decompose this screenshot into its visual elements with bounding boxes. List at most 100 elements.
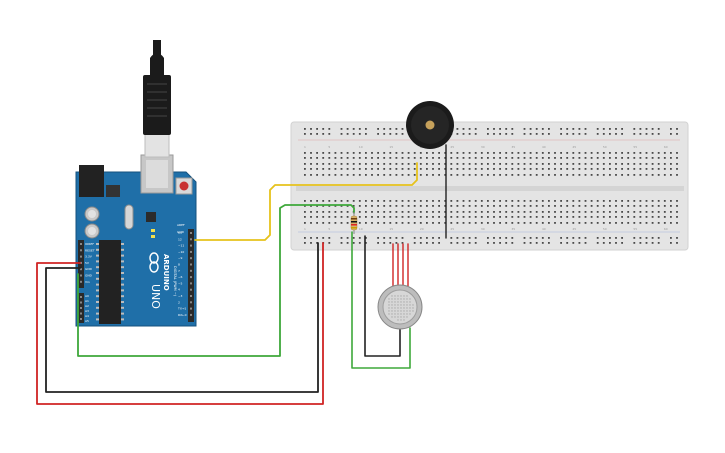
header-pin[interactable] [190, 288, 192, 291]
breadboard-hole[interactable] [639, 163, 642, 165]
rail-hole[interactable] [383, 128, 386, 130]
breadboard-hole[interactable] [334, 222, 337, 224]
rail-hole[interactable] [676, 128, 678, 130]
rail-hole[interactable] [352, 128, 355, 130]
breadboard-hole[interactable] [310, 163, 312, 165]
wire-black-ground[interactable] [45, 242, 319, 393]
breadboard-hole[interactable] [529, 163, 532, 165]
breadboard-hole[interactable] [627, 163, 630, 165]
breadboard-hole[interactable] [304, 157, 306, 159]
rail-hole[interactable] [316, 133, 318, 135]
breadboard-hole[interactable] [352, 200, 355, 202]
header-pin[interactable] [190, 269, 192, 272]
header-pin[interactable] [190, 263, 192, 266]
breadboard-hole[interactable] [651, 168, 654, 170]
breadboard-hole[interactable] [535, 152, 538, 154]
rail-hole[interactable] [456, 242, 459, 244]
breadboard-hole[interactable] [609, 168, 611, 170]
breadboard-hole[interactable] [444, 163, 447, 165]
breadboard-hole[interactable] [578, 216, 581, 218]
breadboard-hole[interactable] [602, 211, 605, 213]
breadboard-hole[interactable] [438, 163, 440, 165]
rail-hole[interactable] [456, 133, 459, 135]
breadboard-hole[interactable] [462, 168, 465, 170]
breadboard-hole[interactable] [413, 211, 416, 213]
breadboard-hole[interactable] [572, 216, 575, 218]
breadboard-hole[interactable] [657, 174, 660, 176]
breadboard-hole[interactable] [511, 222, 514, 224]
breadboard-hole[interactable] [633, 157, 636, 159]
breadboard-hole[interactable] [438, 211, 440, 213]
rail-hole[interactable] [322, 133, 325, 135]
breadboard-hole[interactable] [493, 163, 495, 165]
rail-hole[interactable] [548, 237, 550, 239]
breadboard-hole[interactable] [346, 152, 349, 154]
breadboard-hole[interactable] [487, 205, 489, 207]
breadboard-hole[interactable] [499, 168, 501, 170]
wires[interactable] [36, 144, 447, 405]
breadboard-hole[interactable] [413, 157, 416, 159]
breadboard-hole[interactable] [413, 174, 416, 176]
rail-hole[interactable] [639, 128, 642, 130]
breadboard-hole[interactable] [596, 174, 599, 176]
breadboard-hole[interactable] [407, 174, 410, 176]
breadboard-hole[interactable] [572, 222, 575, 224]
breadboard-hole[interactable] [511, 216, 514, 218]
rail-hole[interactable] [602, 128, 605, 130]
breadboard-hole[interactable] [578, 205, 581, 207]
rail-hole[interactable] [468, 242, 471, 244]
breadboard-hole[interactable] [383, 174, 386, 176]
breadboard-hole[interactable] [401, 157, 404, 159]
breadboard-hole[interactable] [480, 174, 483, 176]
rail-hole[interactable] [621, 237, 623, 239]
breadboard-hole[interactable] [560, 200, 562, 202]
breadboard-hole[interactable] [371, 222, 373, 224]
breadboard-hole[interactable] [487, 168, 489, 170]
breadboard-hole[interactable] [633, 211, 636, 213]
breadboard-hole[interactable] [657, 152, 660, 154]
rail-hole[interactable] [358, 128, 361, 130]
breadboard-hole[interactable] [499, 205, 501, 207]
breadboard-hole[interactable] [645, 211, 648, 213]
breadboard-hole[interactable] [615, 168, 617, 170]
breadboard-hole[interactable] [548, 205, 550, 207]
breadboard-hole[interactable] [554, 200, 556, 202]
breadboard-hole[interactable] [322, 152, 325, 154]
rail-hole[interactable] [438, 237, 440, 239]
rail-hole[interactable] [346, 133, 349, 135]
rail-hole[interactable] [462, 237, 465, 239]
rail-hole[interactable] [523, 242, 526, 244]
breadboard-hole[interactable] [413, 200, 416, 202]
breadboard-hole[interactable] [346, 163, 349, 165]
rail-hole[interactable] [645, 242, 648, 244]
breadboard-hole[interactable] [676, 157, 678, 159]
rail-hole[interactable] [322, 237, 325, 239]
rail-hole[interactable] [651, 128, 654, 130]
header-pin[interactable] [190, 307, 192, 310]
breadboard-hole[interactable] [651, 205, 654, 207]
breadboard-hole[interactable] [517, 211, 520, 213]
breadboard-hole[interactable] [316, 174, 318, 176]
rail-hole[interactable] [560, 237, 562, 239]
breadboard-hole[interactable] [663, 157, 666, 159]
rail-hole[interactable] [499, 128, 501, 130]
breadboard-hole[interactable] [535, 205, 538, 207]
rail-hole[interactable] [541, 242, 544, 244]
breadboard-hole[interactable] [535, 163, 538, 165]
breadboard-hole[interactable] [316, 216, 318, 218]
breadboard-hole[interactable] [383, 200, 386, 202]
breadboard-hole[interactable] [676, 216, 678, 218]
breadboard-hole[interactable] [578, 174, 581, 176]
rail-hole[interactable] [352, 237, 355, 239]
breadboard-hole[interactable] [352, 163, 355, 165]
rail-hole[interactable] [609, 133, 611, 135]
breadboard-hole[interactable] [639, 216, 642, 218]
breadboard-hole[interactable] [615, 211, 617, 213]
breadboard-hole[interactable] [578, 168, 581, 170]
breadboard-hole[interactable] [633, 216, 636, 218]
breadboard-hole[interactable] [639, 222, 642, 224]
rail-hole[interactable] [535, 128, 538, 130]
breadboard-hole[interactable] [609, 211, 611, 213]
breadboard-hole[interactable] [639, 152, 642, 154]
breadboard-hole[interactable] [426, 200, 428, 202]
